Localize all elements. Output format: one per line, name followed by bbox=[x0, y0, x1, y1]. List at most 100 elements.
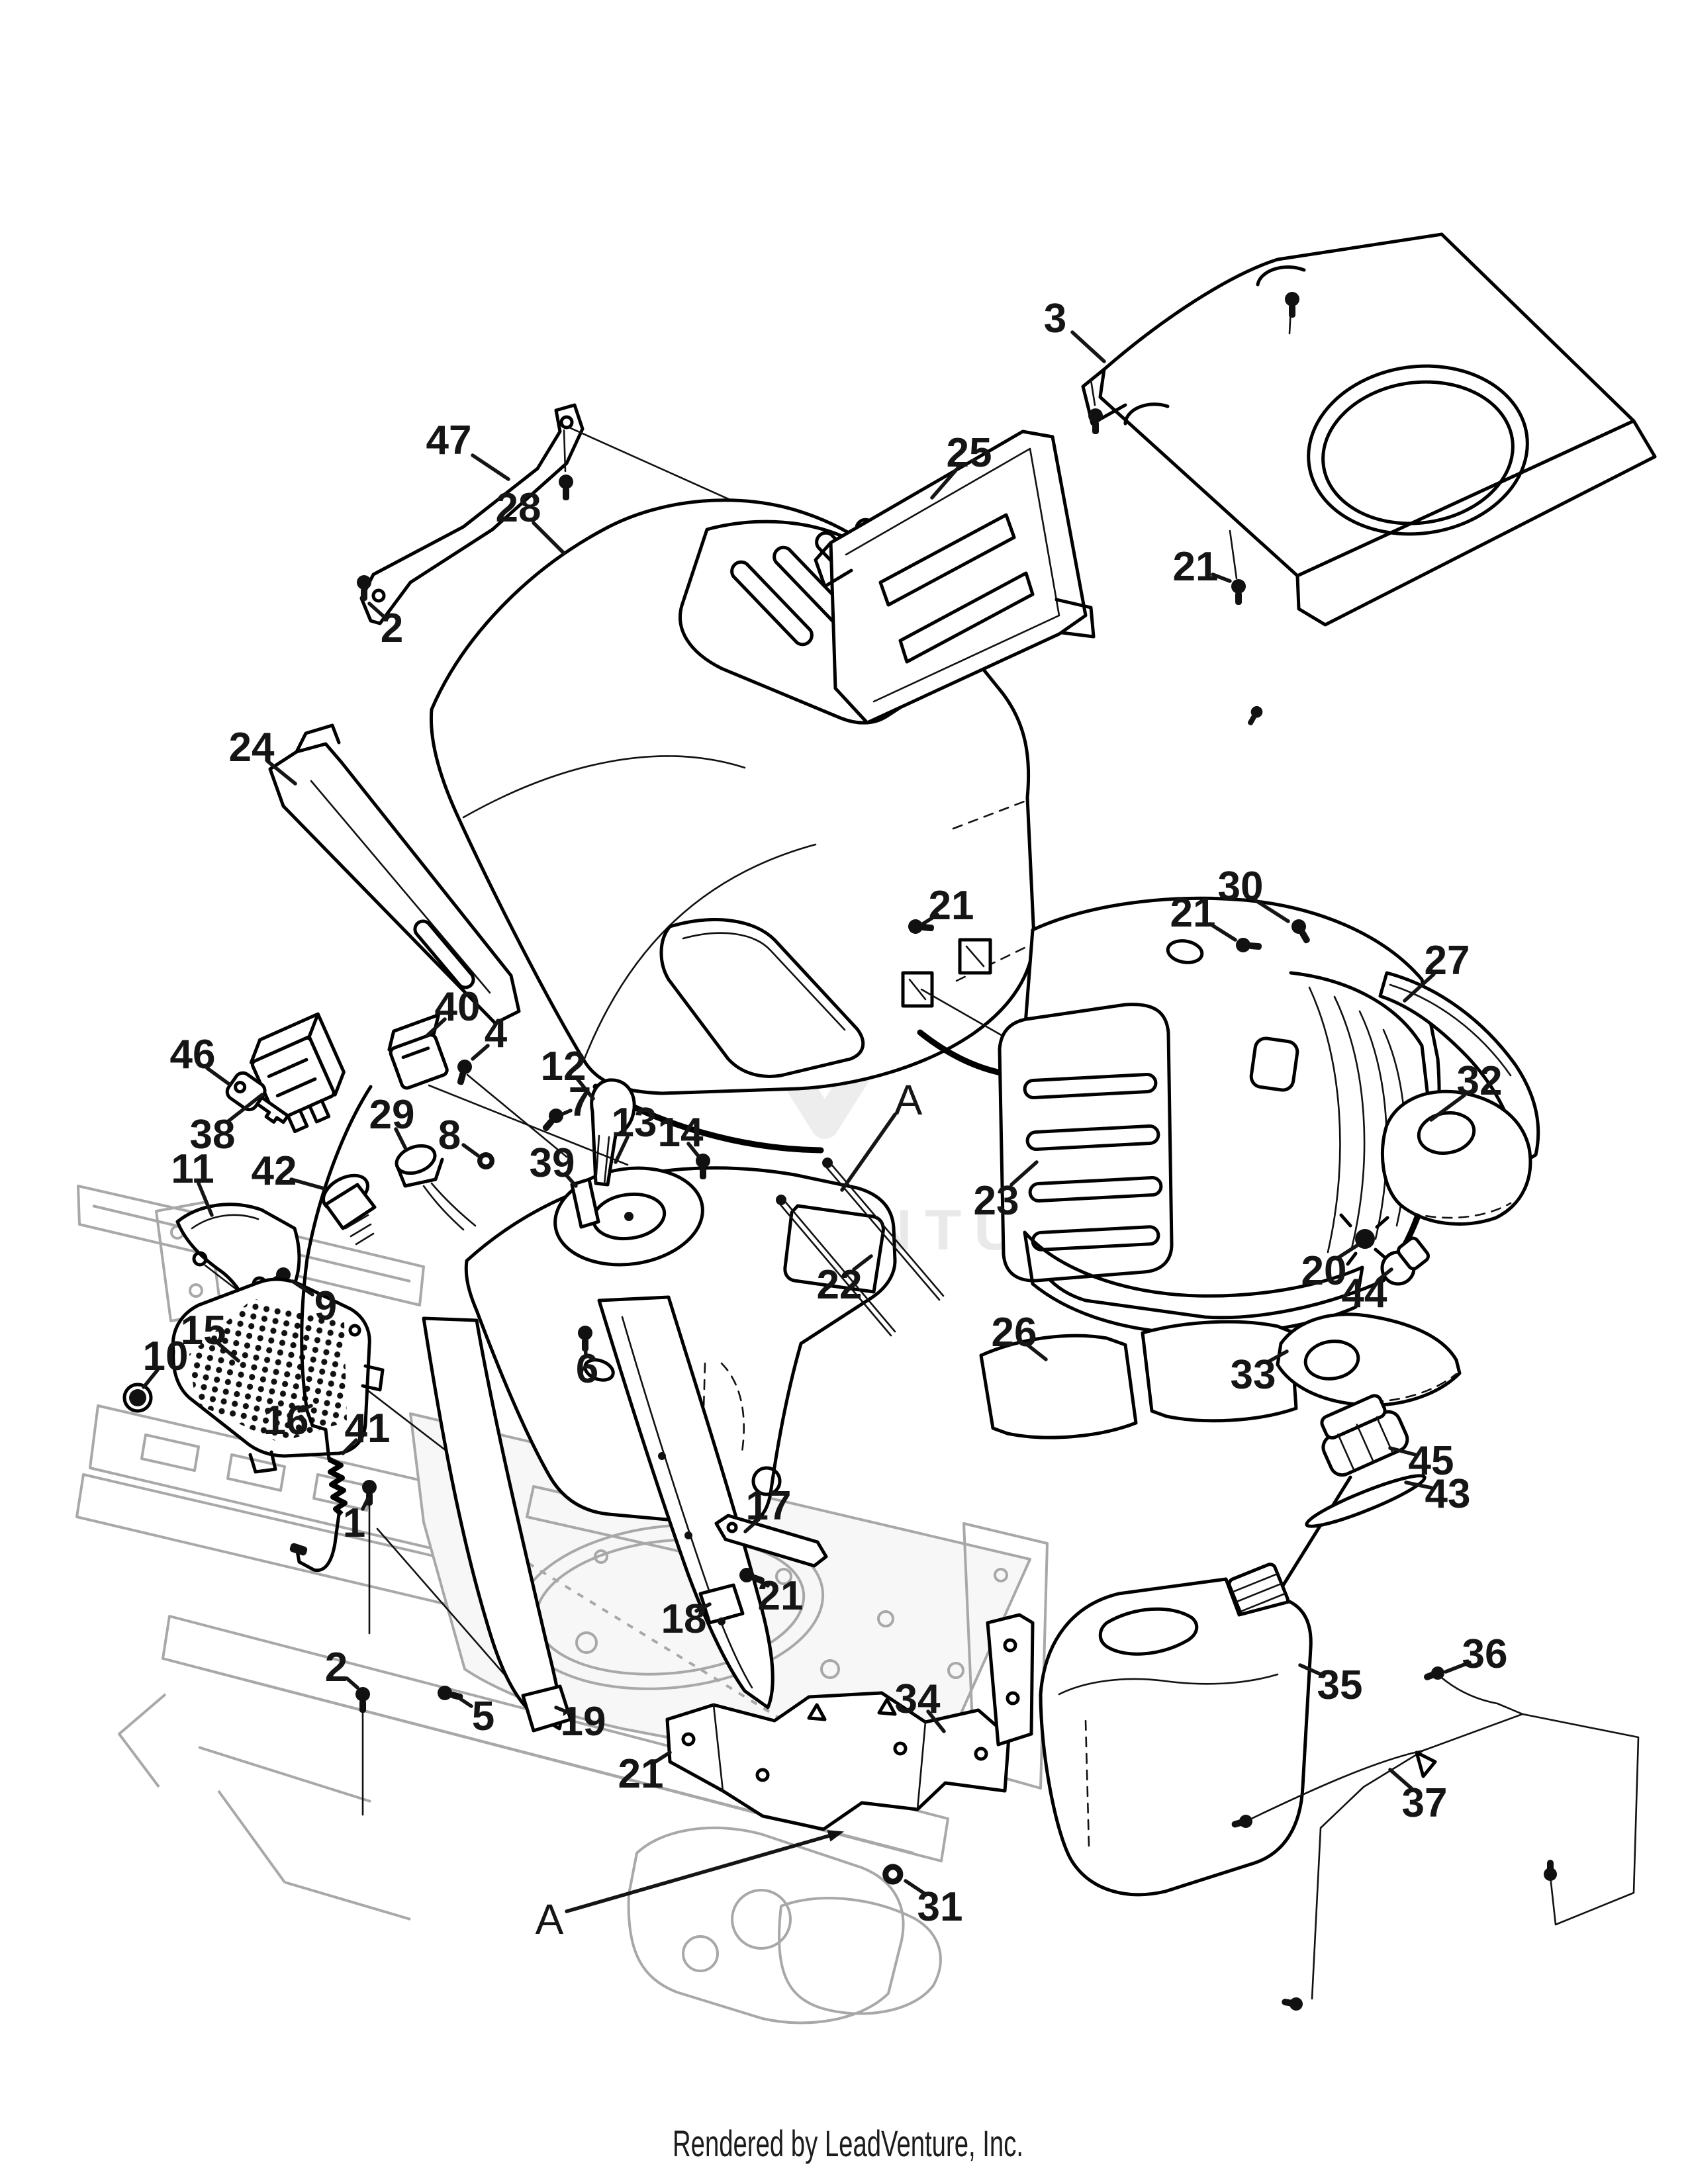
part-20-bulb-clip bbox=[1339, 1213, 1389, 1266]
leader-line bbox=[1208, 922, 1237, 942]
part-29-ignition-switch bbox=[395, 1144, 477, 1231]
leader-line bbox=[904, 1879, 927, 1896]
callout-label: 37 bbox=[1402, 1780, 1448, 1826]
part-25-back-panel bbox=[814, 430, 1096, 725]
leader-line bbox=[563, 1172, 578, 1188]
callout-label: 25 bbox=[947, 430, 992, 476]
leader-line bbox=[142, 1368, 160, 1389]
callout-32: 32 bbox=[1429, 1058, 1503, 1122]
callout-41: 41 bbox=[341, 1406, 390, 1455]
callout-9: 9 bbox=[291, 1279, 337, 1329]
callout-21: 21 bbox=[618, 1751, 672, 1797]
footer-credit: Rendered by LeadVenture, Inc. bbox=[673, 2122, 1023, 2164]
part-31-nut bbox=[882, 1864, 904, 1885]
callout-label: 8 bbox=[438, 1113, 461, 1158]
leader-line bbox=[197, 1181, 214, 1217]
callout-43: 43 bbox=[1404, 1471, 1470, 1517]
part-34-support-bracket bbox=[665, 1613, 1035, 1831]
callout-label: 29 bbox=[369, 1092, 415, 1138]
callout-46: 46 bbox=[170, 1032, 231, 1086]
leader-line bbox=[1388, 1768, 1413, 1790]
callout-label: 2 bbox=[381, 606, 403, 651]
part-15-heat-shield bbox=[171, 1277, 385, 1474]
callout-15: 15 bbox=[181, 1308, 240, 1363]
callout-label: 36 bbox=[1462, 1631, 1508, 1677]
callout-label: 35 bbox=[1317, 1662, 1363, 1708]
part-12-lever bbox=[590, 1078, 636, 1187]
callout-2: 2 bbox=[325, 1645, 359, 1690]
callout-47: 47 bbox=[426, 418, 510, 481]
leader-arrowhead bbox=[827, 1830, 845, 1842]
part-40-choke-knob bbox=[387, 1013, 449, 1090]
part-37-tank-strap-wire bbox=[1244, 1673, 1640, 2000]
callout-25: 25 bbox=[930, 430, 992, 500]
callout-21: 21 bbox=[921, 883, 974, 929]
callout-42: 42 bbox=[252, 1148, 326, 1194]
callout-8: 8 bbox=[438, 1113, 480, 1158]
leader-line bbox=[367, 602, 385, 617]
leader-line bbox=[743, 1518, 761, 1533]
callout-label: 21 bbox=[929, 883, 974, 929]
part-17-brace-strip bbox=[714, 1514, 828, 1568]
callout-label: 21 bbox=[758, 1573, 804, 1619]
callout-label: 47 bbox=[426, 418, 472, 463]
leader-line bbox=[840, 1113, 897, 1192]
leader-line bbox=[1376, 1267, 1393, 1282]
callout-30: 30 bbox=[1218, 864, 1290, 923]
leader-line bbox=[921, 913, 939, 926]
part-24-side-trim bbox=[268, 723, 521, 1025]
callout-34: 34 bbox=[895, 1676, 946, 1733]
part-23-grille-assembly bbox=[998, 896, 1441, 1336]
callout-label: 1 bbox=[343, 1500, 365, 1546]
callout-21: 21 bbox=[1173, 544, 1232, 590]
callout-label: 23 bbox=[974, 1178, 1019, 1224]
part-36-clip bbox=[1280, 1995, 1304, 2012]
callout-label: 15 bbox=[181, 1308, 226, 1353]
callout-A: A bbox=[840, 1076, 923, 1192]
part-38-rocker-switch bbox=[249, 1012, 346, 1134]
leader-line bbox=[341, 1438, 358, 1455]
leader-line bbox=[1025, 1343, 1048, 1361]
leader-line bbox=[216, 1342, 240, 1363]
callout-label: 10 bbox=[143, 1334, 189, 1379]
callout-1: 1 bbox=[343, 1496, 370, 1546]
callout-label: 44 bbox=[1342, 1271, 1387, 1316]
callout-A: A bbox=[536, 1830, 845, 1943]
part-39-bracket bbox=[570, 1177, 600, 1229]
part-36-clip bbox=[1544, 1860, 1557, 1881]
leader-line bbox=[1388, 1446, 1417, 1457]
leader-line bbox=[1444, 1661, 1472, 1674]
leader-line bbox=[1336, 1244, 1359, 1259]
callout-4: 4 bbox=[471, 1011, 508, 1061]
callout-21: 21 bbox=[753, 1573, 804, 1619]
leader-line bbox=[457, 1696, 473, 1708]
part-36-clip bbox=[1421, 1664, 1446, 1684]
leader-line bbox=[425, 1017, 447, 1038]
callout-label: 21 bbox=[1170, 890, 1216, 936]
callout-44: 44 bbox=[1342, 1267, 1393, 1316]
callout-19: 19 bbox=[554, 1699, 606, 1745]
leader-line bbox=[565, 1834, 831, 1913]
callout-40: 40 bbox=[425, 984, 480, 1038]
leader-line bbox=[461, 1143, 480, 1158]
leader-line bbox=[205, 1066, 231, 1086]
part-45-fuel-cap bbox=[1281, 1394, 1409, 1588]
leader-line bbox=[1009, 1160, 1039, 1187]
callout-label: 31 bbox=[917, 1884, 963, 1930]
callout-45: 45 bbox=[1388, 1438, 1454, 1484]
callout-label: 32 bbox=[1457, 1058, 1503, 1104]
leader-line bbox=[1266, 1349, 1289, 1364]
callout-17: 17 bbox=[743, 1483, 791, 1533]
leader-line bbox=[1298, 1663, 1326, 1678]
leader-line bbox=[1211, 572, 1232, 583]
part-44-bulb bbox=[1380, 1236, 1430, 1286]
callout-5: 5 bbox=[457, 1694, 494, 1739]
leader-line bbox=[694, 1602, 712, 1613]
part-4-screw bbox=[453, 1058, 474, 1087]
callout-label: 18 bbox=[661, 1596, 707, 1642]
callout-label: 7 bbox=[569, 1079, 591, 1125]
callout-label: 6 bbox=[576, 1346, 598, 1392]
callout-label: 20 bbox=[1301, 1248, 1347, 1294]
